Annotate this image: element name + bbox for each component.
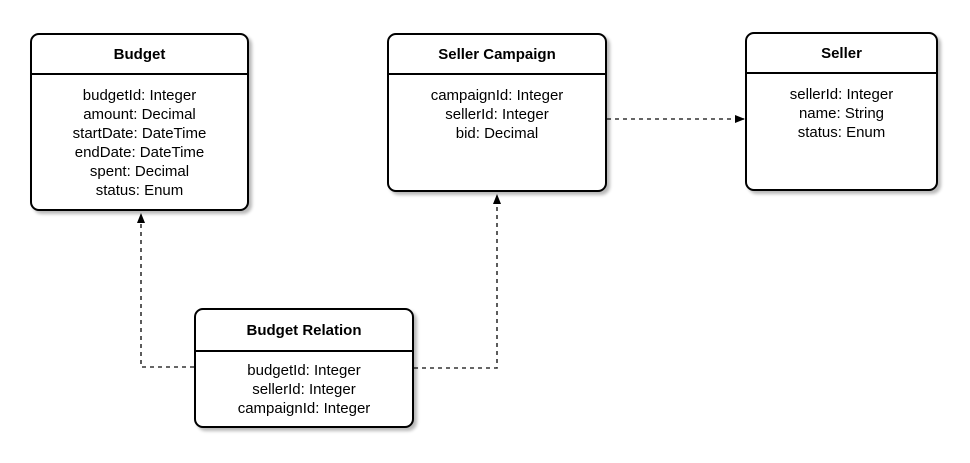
entity-title: Seller <box>747 34 936 74</box>
attribute: startDate: DateTime <box>72 125 207 142</box>
entity-title: Budget Relation <box>196 310 412 352</box>
attribute: bid: Decimal <box>455 125 539 142</box>
connector-budget-relation-to-budget <box>137 213 194 368</box>
attribute: budgetId: Integer <box>247 362 361 379</box>
attribute: sellerId: Integer <box>252 381 356 398</box>
attribute: budgetId: Integer <box>82 87 197 104</box>
entity-seller[interactable]: Seller sellerId: Integer name: String st… <box>745 32 938 191</box>
entity-title: Seller Campaign <box>389 35 605 75</box>
entity-budget-relation[interactable]: Budget Relation budgetId: Integer seller… <box>194 308 414 428</box>
attribute: sellerId: Integer <box>445 106 549 123</box>
entity-attributes: sellerId: Integer name: String status: E… <box>747 74 936 142</box>
connector-budget-relation-to-seller-campaign <box>414 194 501 369</box>
attribute: campaignId: Integer <box>430 87 564 104</box>
attribute: amount: Decimal <box>83 106 196 123</box>
entity-attributes: budgetId: Integer sellerId: Integer camp… <box>196 352 412 418</box>
attribute: campaignId: Integer <box>237 400 371 417</box>
entity-title: Budget <box>32 35 247 75</box>
entity-seller-campaign[interactable]: Seller Campaign campaignId: Integer sell… <box>387 33 607 192</box>
entity-attributes: campaignId: Integer sellerId: Integer bi… <box>389 75 605 143</box>
attribute: endDate: DateTime <box>74 144 205 161</box>
attribute: spent: Decimal <box>89 163 190 180</box>
entity-budget[interactable]: Budget budgetId: Integer amount: Decimal… <box>30 33 249 211</box>
attribute: sellerId: Integer <box>789 86 894 103</box>
attribute: status: Enum <box>95 182 184 199</box>
attribute: name: String <box>798 105 885 122</box>
attribute: status: Enum <box>797 124 886 141</box>
entity-attributes: budgetId: Integer amount: Decimal startD… <box>32 75 247 200</box>
